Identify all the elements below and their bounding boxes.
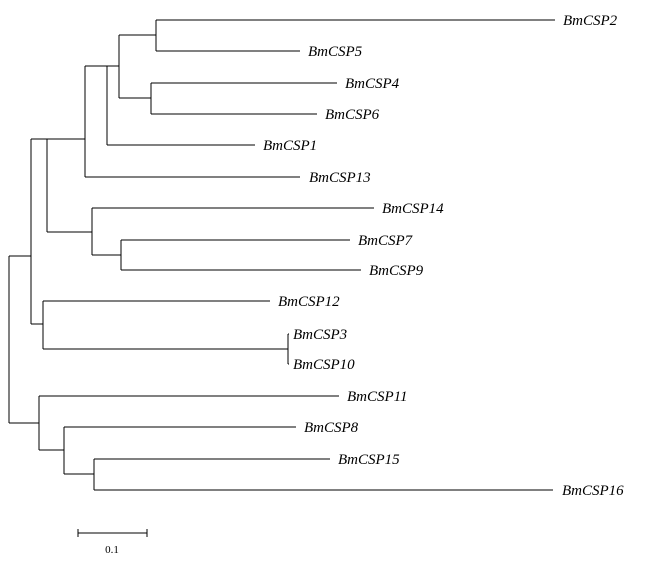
branch-csp2-csp5	[155, 19, 555, 52]
taxon-label-bmcsp11: BmCSP11	[347, 389, 408, 405]
taxon-labels: BmCSP2 BmCSP5 BmCSP4 BmCSP6 BmCSP1 BmCSP…	[263, 13, 624, 499]
scale-bar-line	[77, 529, 148, 537]
taxon-label-bmcsp10: BmCSP10	[293, 357, 355, 373]
branch-csp3-csp10	[287, 333, 289, 365]
taxon-label-bmcsp3: BmCSP3	[293, 327, 347, 343]
branch-clade-a3	[118, 34, 156, 99]
scale-bar: 0.1	[77, 529, 148, 556]
tree-branches	[8, 19, 555, 491]
taxon-label-bmcsp16: BmCSP16	[562, 483, 624, 499]
branch-clade-a	[46, 138, 92, 233]
taxon-label-bmcsp8: BmCSP8	[304, 420, 359, 436]
branch-upper-clade	[30, 138, 47, 325]
taxon-label-bmcsp5: BmCSP5	[308, 44, 363, 60]
branch-clade-b	[91, 207, 374, 256]
taxon-label-bmcsp15: BmCSP15	[338, 452, 400, 468]
branch-clade-a2	[106, 65, 255, 146]
branch-root	[8, 255, 39, 424]
branch-clade-d	[63, 426, 296, 475]
branch-lower-clade	[38, 395, 339, 451]
taxon-label-bmcsp12: BmCSP12	[278, 294, 340, 310]
taxon-label-bmcsp2: BmCSP2	[563, 13, 618, 29]
branch-clade-c	[42, 300, 288, 350]
taxon-label-bmcsp7: BmCSP7	[358, 233, 414, 249]
branch-csp4-csp6	[150, 82, 337, 115]
taxon-label-bmcsp6: BmCSP6	[325, 107, 380, 123]
taxon-label-bmcsp13: BmCSP13	[309, 170, 371, 186]
branch-csp7-csp9	[120, 239, 361, 271]
branch-csp15-csp16	[93, 458, 553, 491]
taxon-label-bmcsp9: BmCSP9	[369, 263, 424, 279]
scale-bar-label: 0.1	[105, 544, 119, 556]
taxon-label-bmcsp4: BmCSP4	[345, 76, 400, 92]
taxon-label-bmcsp14: BmCSP14	[382, 201, 444, 217]
branch-clade-a1	[84, 65, 300, 178]
taxon-label-bmcsp1: BmCSP1	[263, 138, 317, 154]
